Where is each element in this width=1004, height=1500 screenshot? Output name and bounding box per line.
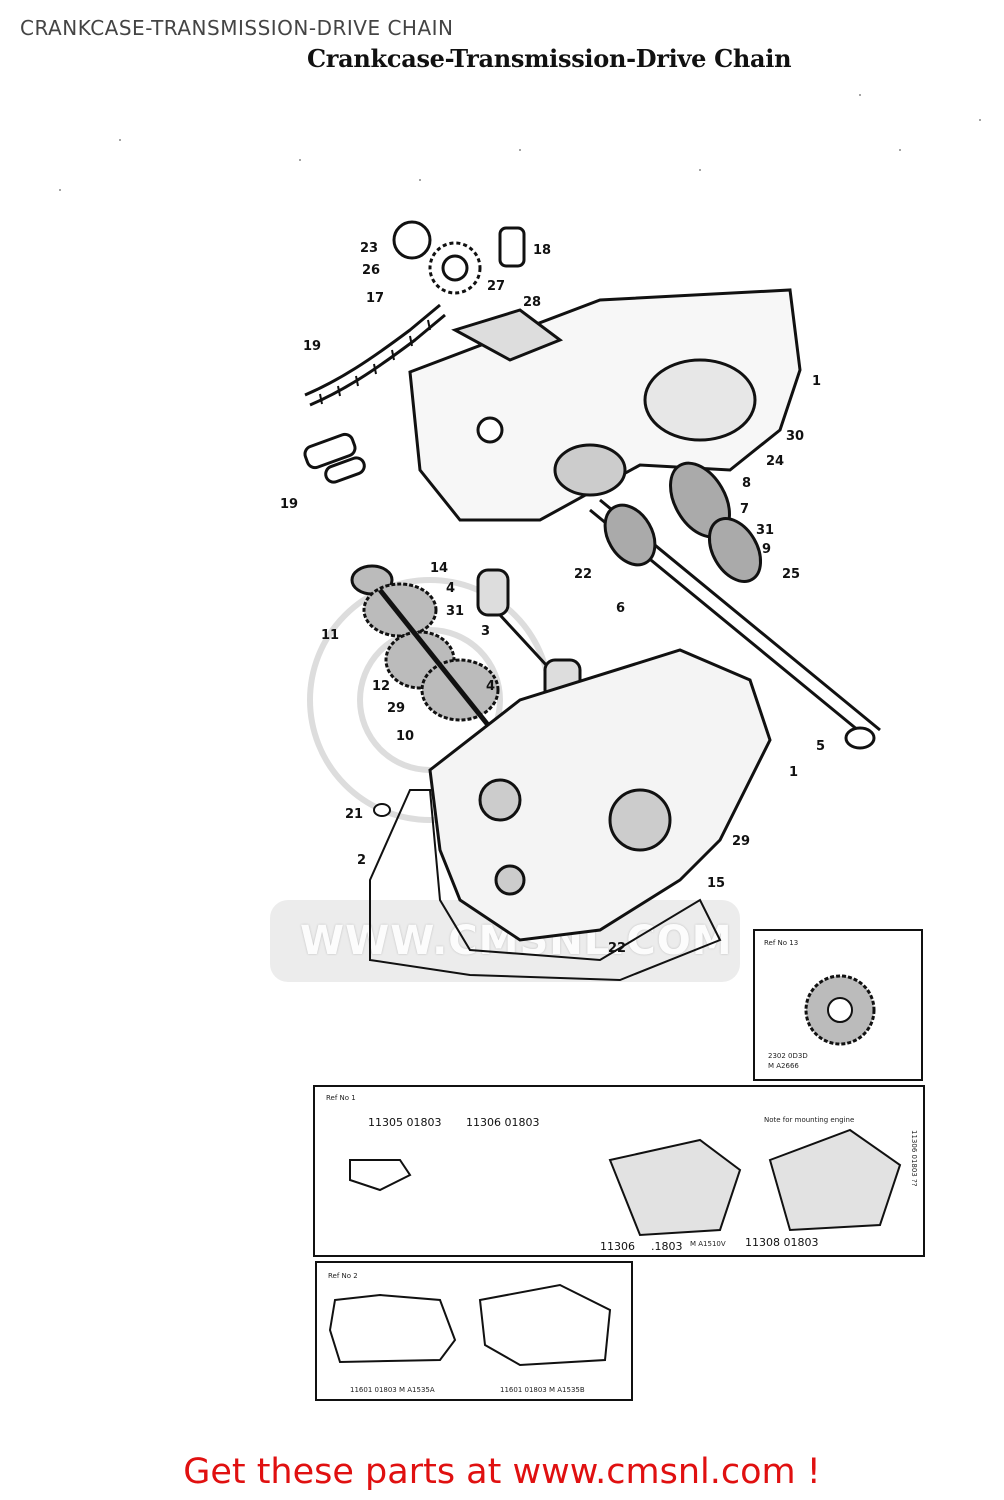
inset-ref-1: Ref No 1 11305 01803 11306 01803 Note fo…: [313, 1085, 925, 1257]
callout-label: 3: [481, 624, 490, 639]
serial-code: M A1510V: [690, 1240, 726, 1248]
lower-crankcase: [428, 648, 772, 942]
inset-title: Ref No 1: [326, 1094, 356, 1102]
upper-crankcase: [408, 288, 802, 522]
callout-label: 27: [487, 279, 505, 294]
callout-label: 8: [742, 476, 751, 491]
callout-label: 17: [366, 291, 384, 306]
callout-label: 10: [396, 729, 414, 744]
part-number: 11601 01803 M A1535A: [350, 1386, 435, 1394]
part-number: 11306 01803: [466, 1116, 539, 1129]
callout-label: 19: [280, 497, 298, 512]
callout-label: 5: [816, 739, 825, 754]
callout-label: 4: [446, 581, 455, 596]
part-number: 11308 01803: [745, 1236, 818, 1249]
callout-label: 28: [523, 295, 541, 310]
callout-label: 11: [321, 628, 339, 643]
drive-sprocket: [392, 220, 526, 295]
part-number: 11306: [600, 1240, 635, 1253]
callout-label: 22: [608, 941, 626, 956]
callout-label: 24: [766, 454, 784, 469]
callout-label: 14: [430, 561, 448, 576]
inset-title: Ref No 2: [328, 1272, 358, 1280]
callout-label: 9: [762, 542, 771, 557]
inset-code: M A2666: [768, 1062, 799, 1070]
drive-chain: [304, 303, 446, 407]
callout-label: 31: [446, 604, 464, 619]
callout-label: 6: [616, 601, 625, 616]
scan-speckle: [59, 94, 981, 191]
callout-label: 31: [756, 523, 774, 538]
vertical-code: 11306 01803 ??: [910, 1130, 918, 1187]
callout-label: 12: [372, 679, 390, 694]
callout-label: 15: [707, 876, 725, 891]
page-header: CRANKCASE-TRANSMISSION-DRIVE CHAIN: [20, 16, 454, 40]
inset-ref-2: Ref No 2 11601 01803 M A1535A 11601 0180…: [315, 1261, 633, 1401]
callout-label: 29: [732, 834, 750, 849]
callout-label: 30: [786, 429, 804, 444]
callout-label: 29: [387, 701, 405, 716]
callout-label: 1: [812, 374, 821, 389]
callout-label: 26: [362, 263, 380, 278]
main-shaft: [589, 461, 881, 750]
part-number: .1803: [651, 1240, 683, 1253]
callouts: 23 26 17 18 27 28 19 1 30 24 8 19 7 31 9…: [280, 241, 825, 956]
callout-label: 19: [303, 339, 321, 354]
callout-label: 1: [789, 765, 798, 780]
callout-label: 4: [486, 679, 495, 694]
callout-label: 22: [574, 567, 592, 582]
scan-title: Crankcase-Transmission-Drive Chain: [307, 44, 792, 73]
inset-title: Ref No 13: [764, 939, 798, 947]
footer-cta-link[interactable]: Get these parts at www.cmsnl.com !: [183, 1452, 821, 1492]
callout-label: 23: [360, 241, 378, 256]
chain-joint: [303, 432, 366, 484]
part-number: 11305 01803: [368, 1116, 441, 1129]
dowel-pin: [373, 803, 391, 817]
callout-label: 7: [740, 502, 749, 517]
counter-shaft-gears: [350, 564, 502, 742]
part-number: 11601 01803 M A1535B: [500, 1386, 585, 1394]
callout-label: 21: [345, 807, 363, 822]
callout-label: 18: [533, 243, 551, 258]
inset-code: 2302 0D3D: [768, 1052, 808, 1060]
gasket: [369, 789, 722, 982]
callout-label: 25: [782, 567, 800, 582]
inset-ref-13: Ref No 13 2302 0D3D M A2666: [753, 929, 923, 1081]
inset-note: Note for mounting engine: [764, 1116, 854, 1124]
callout-label: 2: [357, 853, 366, 868]
